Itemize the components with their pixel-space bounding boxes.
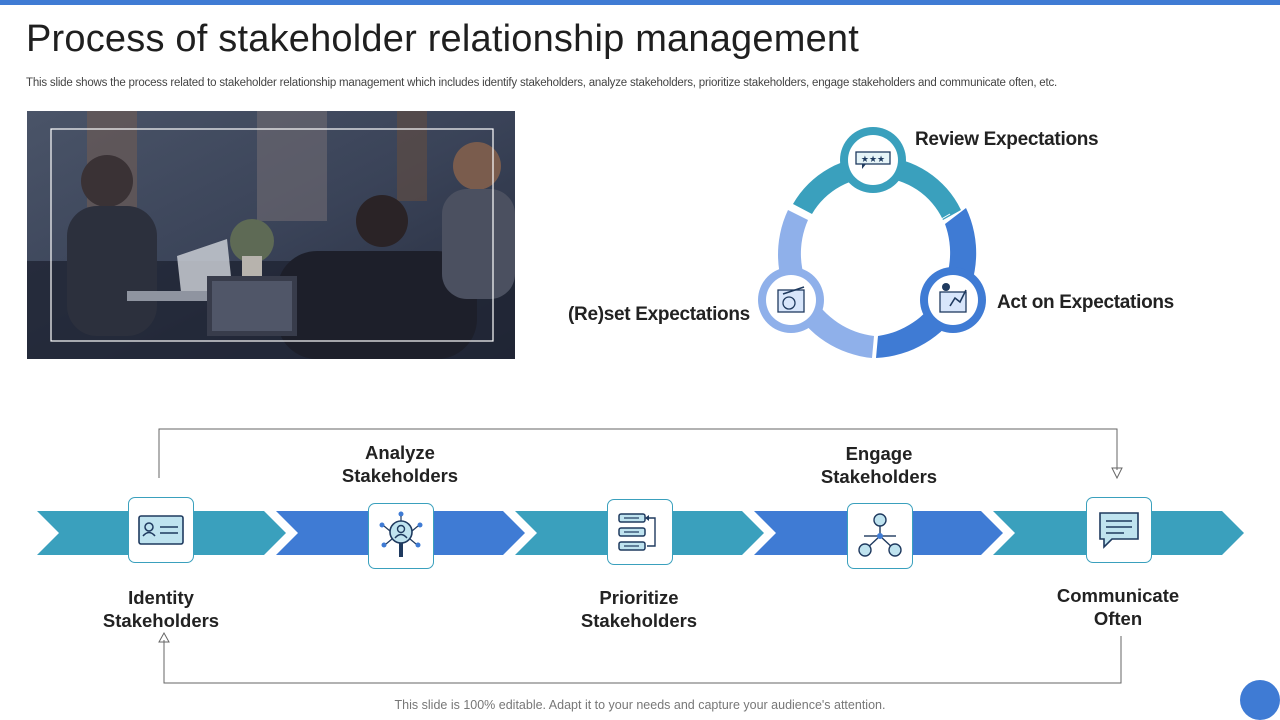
list-priority-icon: [618, 513, 656, 551]
step-1-icon-box: [128, 497, 194, 563]
people-network-icon: [858, 513, 902, 557]
chat-bubble-icon: [1099, 512, 1139, 549]
step-4-label-line1: Engage: [845, 443, 913, 464]
step-4-icon-box: [847, 503, 913, 569]
step-4-label-line2: Stakeholders: [820, 466, 938, 487]
page-subtitle: This slide shows the process related to …: [26, 77, 1058, 89]
step-3-label: Prioritize Stakeholders: [539, 586, 739, 632]
step-5-icon-box: [1086, 497, 1152, 563]
step-3-label-line1: Prioritize: [599, 587, 679, 608]
step-2-icon-box: [368, 503, 434, 569]
step-5-label-line2: Often: [1093, 608, 1143, 629]
top-accent-bar: [0, 0, 1280, 5]
step-5-label: Communicate Often: [1018, 584, 1218, 630]
id-card-icon: [138, 515, 184, 545]
cycle-label-reset: (Re)set Expectations: [568, 304, 750, 325]
step-2-label-line2: Stakeholders: [341, 465, 459, 486]
step-1-label-line1: Identity: [128, 587, 194, 608]
team-meeting-photo: [27, 111, 515, 359]
step-5-label-line1: Communicate: [1056, 585, 1180, 606]
footer-note: This slide is 100% editable. Adapt it to…: [394, 698, 886, 712]
step-3-label-line2: Stakeholders: [580, 610, 698, 631]
step-2-label: Analyze Stakeholders: [300, 441, 500, 487]
cycle-label-review: Review Expectations: [915, 129, 1099, 150]
cycle-label-act: Act on Expectations: [997, 292, 1174, 313]
step-1-label-line2: Stakeholders: [102, 610, 220, 631]
step-2-label-line1: Analyze: [365, 442, 435, 463]
step-3-icon-box: [607, 499, 673, 565]
page-title: Process of stakeholder relationship mana…: [26, 18, 859, 60]
magnifier-network-icon: [379, 511, 423, 557]
bottom-connector: [163, 636, 1122, 684]
step-1-label: Identity Stakeholders: [61, 586, 261, 632]
top-connector: [158, 428, 1118, 478]
corner-decoration: [1240, 680, 1280, 720]
step-4-label: Engage Stakeholders: [779, 442, 979, 488]
